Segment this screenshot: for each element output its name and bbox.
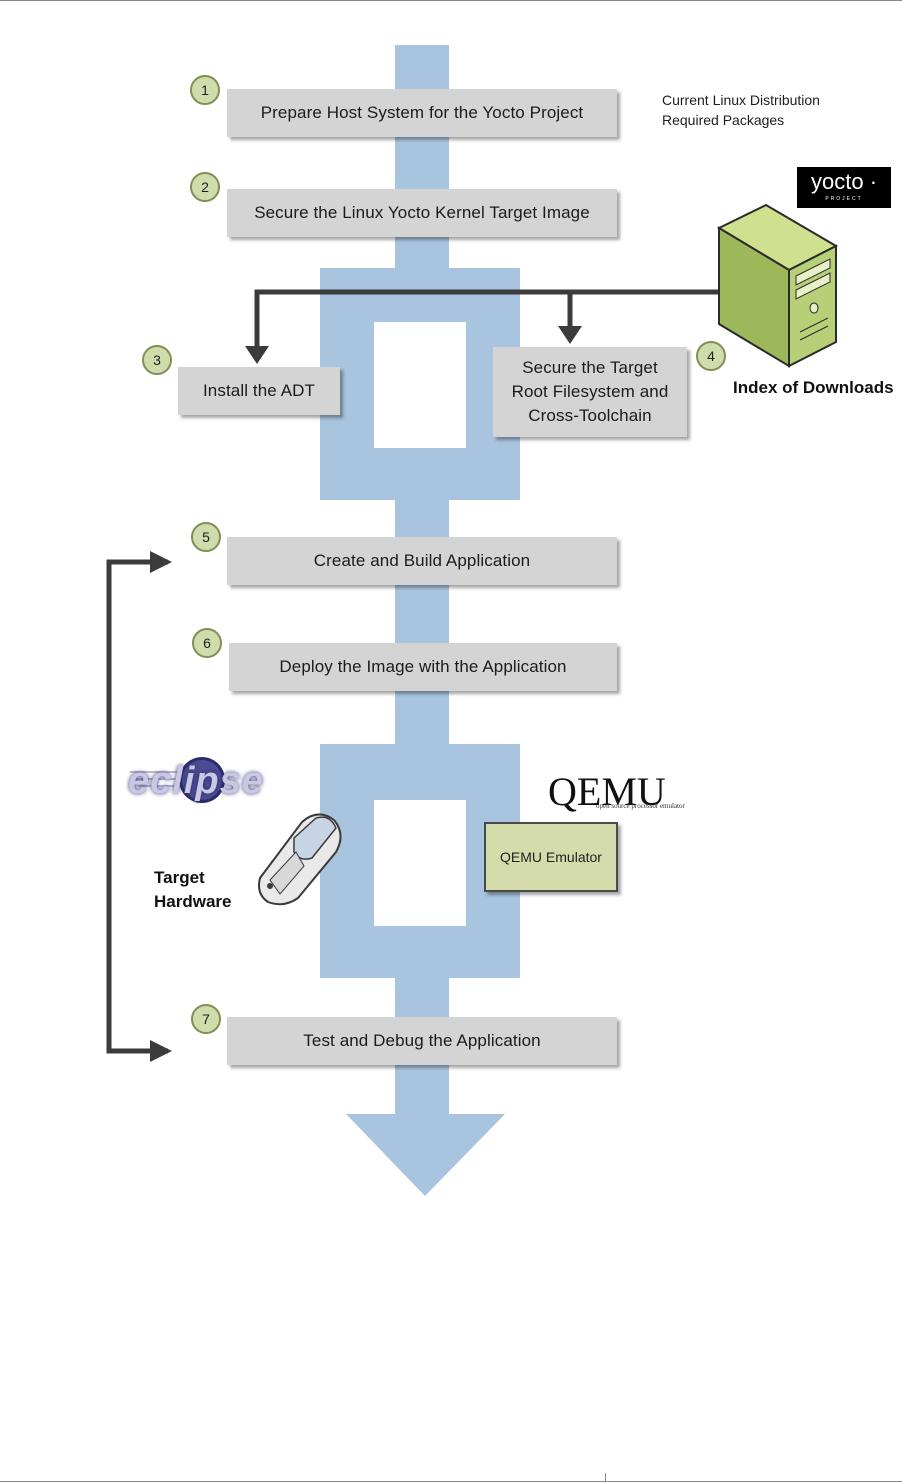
target-hardware-line-1: Target <box>154 868 205 887</box>
step-1-number: 1 <box>190 75 220 105</box>
step-1-label: Prepare Host System for the Yocto Projec… <box>260 103 584 122</box>
yocto-logo: yocto · PROJECT <box>797 167 891 208</box>
target-hardware-line-2: Hardware <box>154 892 232 911</box>
step-4-label-line-2: Root Filesystem and <box>511 382 669 401</box>
step-6-label: Deploy the Image with the Application <box>279 657 567 676</box>
flow-block-upper-window <box>374 322 466 448</box>
step-2-number: 2 <box>190 172 220 202</box>
step-5-box: Create and Build Application <box>227 537 617 585</box>
host-note-line-2: Required Packages <box>662 112 785 128</box>
eclipse-globe-icon <box>130 757 225 803</box>
flow-arrow-head <box>346 1114 505 1196</box>
step-7-number: 7 <box>191 1004 221 1034</box>
phone-icon <box>258 813 342 906</box>
step-6-number: 6 <box>192 628 222 658</box>
step-2-box: Secure the Linux Yocto Kernel Target Ima… <box>227 189 617 237</box>
step-5-number: 5 <box>191 522 221 552</box>
step-4-label-line-1: Secure the Target <box>522 358 658 377</box>
step-3-box: Install the ADT <box>178 367 340 415</box>
server-icon <box>716 203 839 368</box>
step-2-label: Secure the Linux Yocto Kernel Target Ima… <box>254 203 590 222</box>
arrow-to-adt <box>245 346 269 364</box>
yocto-logo-wordmark: yocto · <box>810 169 878 194</box>
flow-spine-mid <box>395 498 449 746</box>
feedback-loop-line <box>106 559 168 1054</box>
eclipse-logo: eclipse <box>128 760 264 802</box>
step-1-box: Prepare Host System for the Yocto Projec… <box>227 89 617 137</box>
step-5-label: Create and Build Application <box>313 551 531 570</box>
download-connector <box>254 289 722 348</box>
yocto-logo-subtitle: PROJECT <box>825 196 863 202</box>
feedback-arrow-to-step-5 <box>150 551 172 573</box>
step-4-number: 4 <box>696 341 726 371</box>
qemu-emulator-box: QEMU Emulator <box>484 822 618 892</box>
step-4-box: Secure the Target Root Filesystem and Cr… <box>493 347 687 437</box>
qemu-logo-tagline: open source processor emulator <box>596 802 685 810</box>
step-6-box: Deploy the Image with the Application <box>229 643 617 691</box>
step-3-label: Install the ADT <box>202 381 316 400</box>
target-hardware-label: Target Hardware <box>154 866 231 914</box>
qemu-emulator-label: QEMU Emulator <box>500 849 602 865</box>
page-bottom-rule <box>0 1481 902 1482</box>
step-4-label-line-3: Cross-Toolchain <box>528 406 652 425</box>
flow-block-lower-window <box>374 800 466 926</box>
host-requirements-note: Current Linux Distribution Required Pack… <box>662 90 820 130</box>
qemu-logo: QEMU open source processor emulator <box>546 770 712 816</box>
step-7-label: Test and Debug the Application <box>303 1031 541 1050</box>
page-top-rule <box>0 0 902 1</box>
feedback-arrow-to-step-7 <box>150 1040 172 1062</box>
qemu-logo-wordmark: QEMU <box>548 769 666 814</box>
arrow-to-rootfs <box>558 326 582 344</box>
page-bottom-mark <box>605 1473 606 1482</box>
step-3-number: 3 <box>142 345 172 375</box>
step-7-box: Test and Debug the Application <box>227 1017 617 1065</box>
server-label: Index of Downloads <box>733 378 894 397</box>
host-note-line-1: Current Linux Distribution <box>662 92 820 108</box>
